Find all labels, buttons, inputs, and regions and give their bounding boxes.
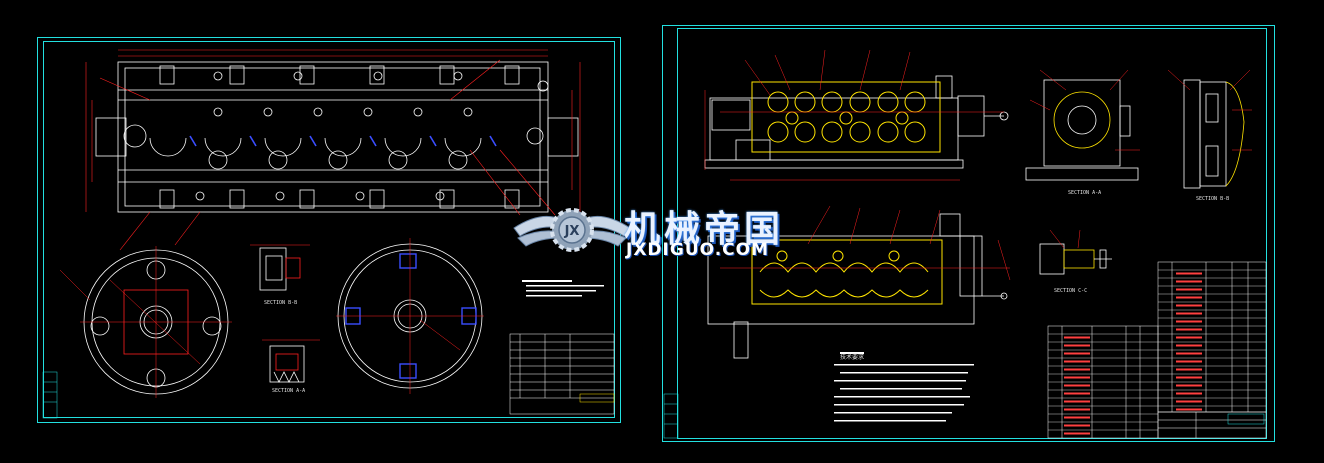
table-cell-text xyxy=(1176,392,1202,395)
watermark-brand-en: JXDIGUO.COM xyxy=(626,240,770,260)
left-main-view xyxy=(95,61,579,213)
table-cell-text xyxy=(1176,360,1202,363)
table-cell-text xyxy=(1176,368,1202,371)
table-cell-text xyxy=(1176,328,1202,331)
table-cell-text xyxy=(1176,352,1202,355)
flange-view-1 xyxy=(59,246,232,398)
winged-gear-logo-icon: JX xyxy=(513,208,631,252)
right-section-c-label: SECTION C-C xyxy=(1054,288,1088,294)
left-section-a-label: SECTION A-A xyxy=(272,388,306,394)
table-cell-text xyxy=(1064,408,1090,411)
table-cell-text xyxy=(1176,304,1202,307)
table-cell-text xyxy=(1176,312,1202,315)
right-notes-block xyxy=(834,352,974,422)
right-title-block xyxy=(1157,411,1267,439)
left-main-view-hidden-lines xyxy=(189,135,497,147)
table-cell-text xyxy=(1176,296,1202,299)
table-cell-text xyxy=(1064,392,1090,395)
watermark-brand-cn: 机械帝国 xyxy=(624,209,785,250)
right-section-a-view xyxy=(1025,69,1140,181)
table-cell-text xyxy=(1176,288,1202,291)
table-cell-text xyxy=(1064,344,1090,347)
table-cell-text xyxy=(1176,336,1202,339)
right-top-assembly-leaders xyxy=(704,49,1004,181)
left-side-strip xyxy=(42,371,58,419)
right-top-assembly-view xyxy=(704,75,1009,169)
table-cell-text xyxy=(1176,280,1202,283)
right-side-strip xyxy=(663,393,679,439)
table-cell-text xyxy=(1064,416,1090,419)
table-cell-text xyxy=(1176,272,1202,275)
table-cell-text xyxy=(1064,368,1090,371)
right-bottom-assembly-leaders xyxy=(720,205,1011,281)
left-section-b-label: SECTION B-B xyxy=(264,300,298,306)
table-cell-text xyxy=(1064,352,1090,355)
table-cell-text xyxy=(1064,336,1090,339)
table-cell-text xyxy=(1064,424,1090,427)
left-notes-block xyxy=(522,280,604,297)
left-title-block xyxy=(509,333,615,415)
table-cell-text xyxy=(1176,320,1202,323)
right-parts-list-rows xyxy=(1048,269,1266,431)
table-cell-text xyxy=(1064,432,1090,435)
table-cell-text xyxy=(1176,376,1202,379)
right-section-b-label: SECTION B-B xyxy=(1196,196,1230,202)
right-drawing-sheet xyxy=(662,25,1275,442)
table-cell-text xyxy=(1064,360,1090,363)
logo-monogram: JX xyxy=(564,224,580,239)
table-cell-text xyxy=(1064,376,1090,379)
right-notes-title: 技术要求 xyxy=(840,354,865,361)
watermark: JX 机械帝国 JXDIGUO.COM xyxy=(512,198,812,268)
right-top-assembly-parts xyxy=(751,81,941,153)
small-section-b-view xyxy=(250,244,320,383)
table-cell-text xyxy=(1176,344,1202,347)
table-cell-text xyxy=(1176,408,1202,411)
table-cell-text xyxy=(1176,384,1202,387)
right-bottom-assembly-view xyxy=(707,213,1008,359)
right-section-b-view xyxy=(1167,69,1252,189)
right-section-c-view xyxy=(1039,229,1112,275)
right-parts-list-text xyxy=(1064,272,1202,435)
table-cell-text xyxy=(1064,384,1090,387)
table-cell-text xyxy=(1064,400,1090,403)
right-drawing-frame xyxy=(677,28,1267,439)
table-cell-text xyxy=(1176,400,1202,403)
left-main-view-dimensions xyxy=(85,49,581,251)
right-bottom-assembly-parts xyxy=(751,239,943,305)
flange-view-2 xyxy=(336,238,484,394)
right-section-a-label: SECTION A-A xyxy=(1068,190,1102,196)
